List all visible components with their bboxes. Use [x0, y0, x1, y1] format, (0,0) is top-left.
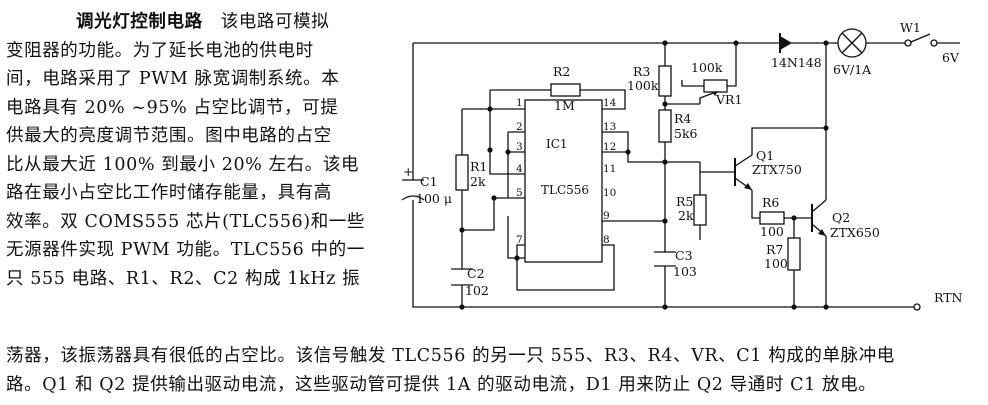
resistor-r1: R1 2k [455, 154, 487, 191]
ic1-pin-9: 9 [603, 210, 610, 222]
diode-d1: 14N148 [771, 33, 822, 70]
ic1-pin-1: 1 [516, 97, 523, 109]
r2-ref: R2 [553, 64, 570, 79]
r4-ref: R4 [674, 111, 691, 126]
c2-ref: C2 [467, 266, 485, 281]
r2-value: 1M [554, 98, 575, 113]
ic1-left-pins: 1 2 3 4 5 7 [516, 97, 523, 246]
ic1-pin-5: 5 [516, 187, 523, 199]
paragraph-line-5: 供最大的亮度调节范围。图中电路的占空 [6, 126, 332, 146]
resistor-r2: R2 1M [550, 64, 581, 113]
rtn-label: RTN [934, 290, 963, 305]
transistor-q2: Q2 ZTX650 [811, 199, 880, 240]
ic1-pin-3: 3 [516, 141, 523, 153]
c1-ref: C1 [420, 174, 438, 189]
paragraph-line-4: 电路具有 20% ~95% 占空比调节，可提 [6, 97, 339, 118]
r6-value: 100 [760, 224, 784, 239]
q2-ref: Q2 [832, 210, 850, 225]
rtn-terminal: RTN [913, 290, 963, 311]
tail-line-2: 路。Q1 和 Q2 提供输出驱动电流，这些驱动管可提供 1A 的驱动电流，D1 … [6, 374, 877, 395]
r7-value: 100 [764, 256, 788, 271]
svg-text:+: + [403, 164, 413, 179]
r4-value: 5k6 [674, 126, 698, 141]
d1-part: 14N148 [771, 55, 822, 70]
tail-line-1: 荡器，该振荡器具有很低的占空比。该信号触发 TLC556 的另一只 555、R3… [6, 346, 895, 366]
ic1-chip: IC1 TLC556 1 2 3 4 5 7 14 13 12 11 10 9 … [516, 97, 617, 263]
c3-value: 103 [673, 264, 697, 279]
ic1-right-pins: 14 13 12 11 10 9 8 [603, 97, 617, 246]
r3-ref: R3 [633, 64, 650, 79]
switch-w1: W1 6V [900, 20, 960, 65]
ic1-pin-8: 8 [603, 234, 610, 246]
circuit-wires [412, 42, 914, 308]
ic1-ref: IC1 [546, 137, 568, 151]
q1-part: ZTX750 [752, 162, 802, 177]
resistor-r4: R4 5k6 [658, 109, 698, 143]
description-paragraph: 调光灯控制电路该电路可模拟 变阻器的功能。为了延长电池的供电时 间，电路采用了 … [6, 8, 392, 293]
paragraph-line-8: 效率。双 COMS555 芯片(TLC556)和一些 [6, 211, 366, 232]
lamp-value: 6V/1A [833, 62, 872, 77]
supply-value: 6V [942, 50, 960, 65]
paragraph-line-1-text: 该电路可模拟 [220, 12, 330, 32]
paragraph-line-6: 比从最大近 100% 到最小 20% 左右。该电 [6, 154, 360, 175]
q2-part: ZTX650 [830, 225, 880, 240]
resistor-r3: R3 100k [627, 64, 672, 97]
ic1-pin-14: 14 [603, 97, 617, 109]
ic1-pin-11: 11 [603, 163, 616, 175]
r5-ref: R5 [676, 194, 693, 209]
paragraph-line-1: 调光灯控制电路该电路可模拟 [6, 8, 392, 37]
r3-value: 100k [627, 78, 659, 93]
capacitor-c3: C3 103 [654, 248, 697, 279]
paragraph-line-3: 间，电路采用了 PWM 脉宽调制系统。本 [6, 69, 340, 89]
ic1-pin-7: 7 [516, 234, 523, 246]
junction-dots [459, 40, 829, 310]
paragraph-line-7: 路在最小占空比工作时储存能量，具有高 [6, 183, 332, 203]
paragraph-line-10: 只 555 电路、R1、R2、C2 构成 1kHz 振 [6, 268, 361, 289]
ic1-pin-13: 13 [603, 121, 616, 133]
vr1-value: 100k [691, 60, 723, 75]
resistor-r6: R6 100 [759, 195, 785, 239]
ic1-pin-12: 12 [603, 141, 616, 153]
c1-value: 100 μ [416, 191, 452, 206]
capacitor-c2: C2 102 [451, 266, 489, 298]
r1-ref: R1 [470, 159, 487, 174]
r1-value: 2k [470, 174, 486, 189]
description-tail: 荡器，该振荡器具有很低的占空比。该信号触发 TLC556 的另一只 555、R3… [6, 342, 982, 399]
resistor-r5: R5 2k [676, 194, 707, 226]
r6-ref: R6 [762, 195, 779, 210]
ic1-pin-2: 2 [516, 121, 523, 133]
r5-value: 2k [678, 208, 694, 223]
w1-ref: W1 [900, 20, 921, 35]
paragraph-line-2: 变阻器的功能。为了延长电池的供电时 [6, 40, 314, 61]
article-title: 调光灯控制电路 [76, 12, 203, 32]
circuit-diagram: IC1 TLC556 1 2 3 4 5 7 14 13 12 11 10 9 … [401, 20, 963, 311]
vr1-ref: VR1 [715, 92, 742, 107]
c3-ref: C3 [675, 248, 693, 263]
potentiometer-vr1: 100k VR1 [691, 60, 742, 107]
q1-ref: Q1 [756, 148, 774, 163]
capacitor-c1: + C1 100 μ [401, 164, 452, 206]
ic1-pin-10: 10 [603, 187, 616, 199]
resistor-r7: R7 100 [764, 237, 801, 271]
paragraph-line-9: 无源器件实现 PWM 功能。TLC556 中的一 [6, 240, 365, 260]
c2-value: 102 [465, 283, 489, 298]
lamp: 6V/1A [833, 28, 872, 77]
ic1-part: TLC556 [541, 183, 589, 197]
ic1-pin-4: 4 [516, 163, 523, 175]
r7-ref: R7 [766, 242, 783, 257]
transistor-q1: Q1 ZTX750 [734, 148, 802, 191]
